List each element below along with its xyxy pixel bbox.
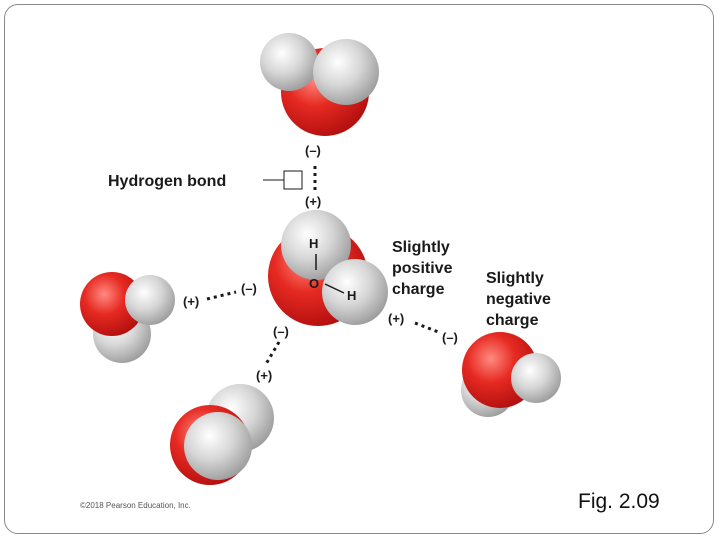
charge-label-negative: (–) — [442, 330, 458, 345]
copyright-notice: ©2018 Pearson Education, Inc. — [80, 501, 191, 510]
hydrogen-atom — [511, 353, 561, 403]
hydrogen-atom — [322, 259, 388, 325]
slightly-positive-label-line: charge — [392, 281, 445, 298]
slightly-positive-label-line: Slightly — [392, 239, 450, 256]
charge-label-positive: (+) — [305, 194, 321, 209]
hydrogen-atom — [281, 210, 351, 280]
hydrogen-label: H — [347, 288, 356, 303]
hydrogen-atom — [125, 275, 175, 325]
charge-label-positive: (+) — [183, 294, 199, 309]
slightly-negative-label-line: Slightly — [486, 270, 544, 287]
charge-label-positive: (+) — [388, 311, 404, 326]
water-molecule-left — [80, 272, 175, 363]
charge-label-negative: (–) — [305, 143, 321, 158]
hydrogen-atom — [260, 33, 318, 91]
water-molecule-bottom — [170, 384, 274, 485]
hydrogen-atom — [313, 39, 379, 105]
oxygen-label: O — [309, 276, 319, 291]
charge-label-negative: (–) — [273, 324, 289, 339]
hydrogen-bond-bracket — [263, 170, 303, 190]
figure-caption: Fig. 2.09 — [578, 490, 660, 513]
charge-label-negative: (–) — [241, 281, 257, 296]
hydrogen-label: H — [309, 236, 318, 251]
oh-bond-line — [324, 283, 345, 294]
slightly-negative-label-line: charge — [486, 312, 539, 329]
hydrogen-atom — [184, 412, 252, 480]
water-molecule-center — [268, 210, 388, 326]
water-molecule-right — [461, 332, 561, 417]
oxygen-atom — [80, 272, 144, 336]
water-molecule-top — [260, 33, 379, 136]
slightly-negative-label-line: negative — [486, 291, 551, 308]
charge-label-positive: (+) — [256, 368, 272, 383]
hydrogen-bond-bottom — [264, 341, 281, 365]
hydrogen-bond-left — [206, 290, 237, 301]
hydrogen-bond-right — [414, 321, 442, 335]
hydrogen-bond-label: Hydrogen bond — [108, 173, 226, 190]
slightly-positive-label-line: positive — [392, 260, 453, 277]
